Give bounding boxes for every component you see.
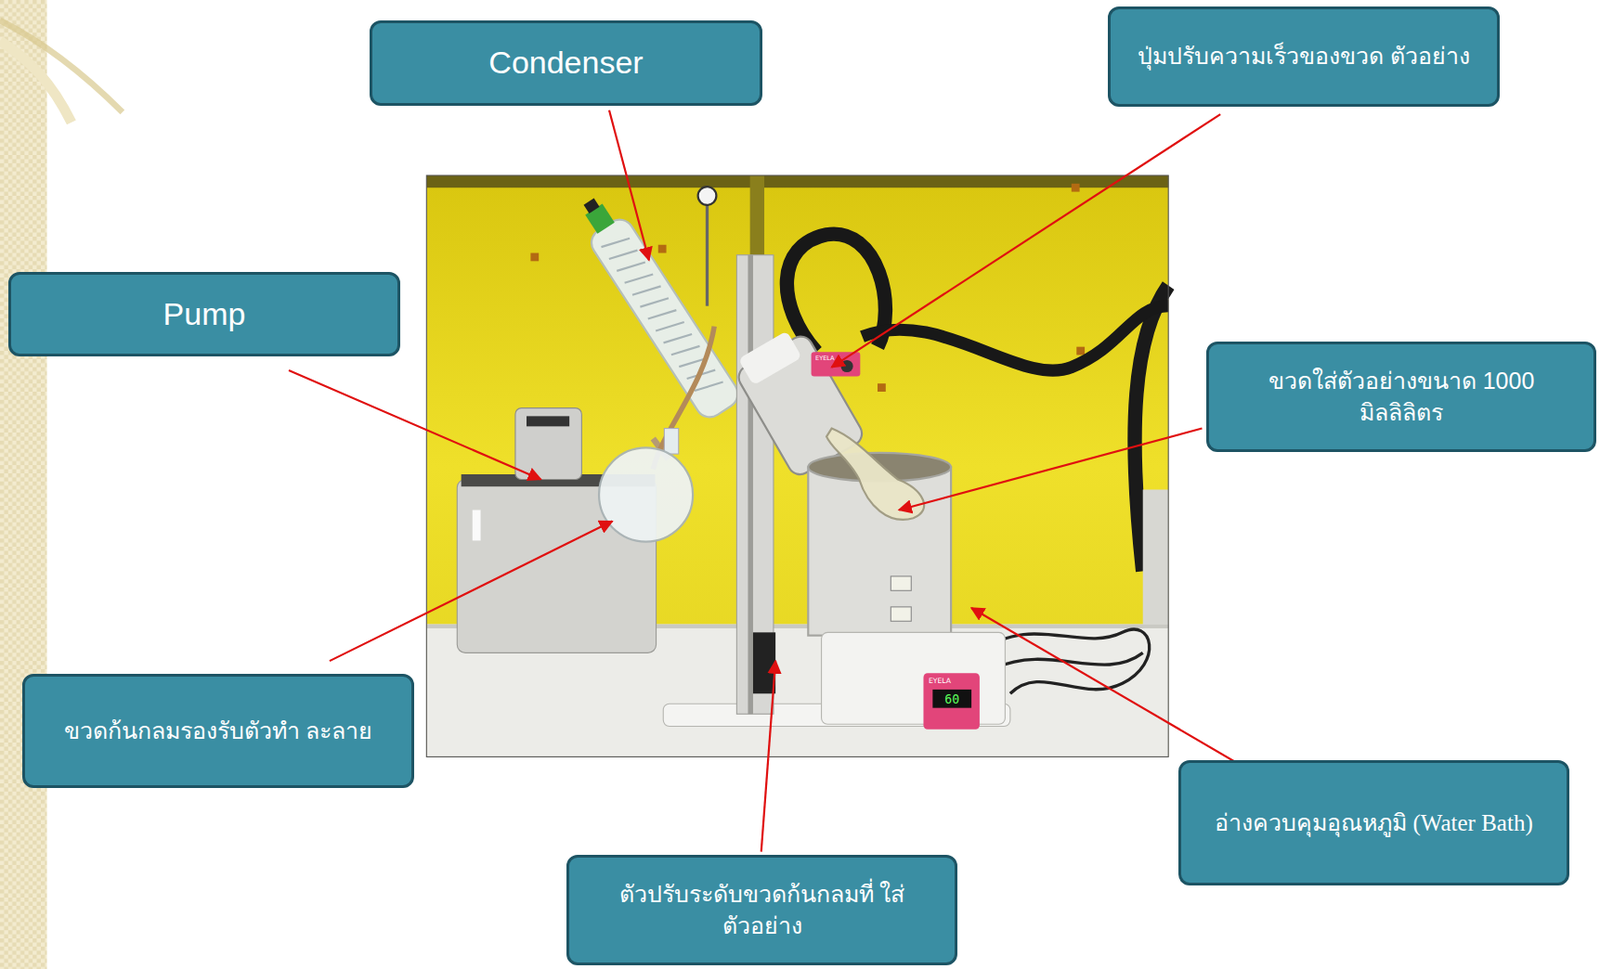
callout-text: ขวดใส่ตัวอย่างขนาด 1000 มิลลิลิตร [1225, 365, 1577, 430]
callout-text: Condenser [488, 41, 643, 85]
callout-text: อ่างควบคุมอุณหภูมิ (Water Bath) [1214, 807, 1533, 840]
callout-box: ขวดก้นกลมรองรับตัวทำ ละลาย [22, 674, 415, 789]
leader-arrows [288, 110, 1276, 853]
callout-box: ขวดใส่ตัวอย่างขนาด 1000 มิลลิลิตร [1206, 341, 1597, 453]
callout-text: ปุ่มปรับความเร็วของขวด ตัวอย่าง [1137, 40, 1470, 73]
callout-box: ตัวปรับระดับขวดก้นกลมที่ ใส่ตัวอย่าง [566, 855, 958, 966]
temperature-display: 60 [944, 692, 960, 707]
brand-label: EYELA [815, 354, 835, 363]
callout-text: ตัวปรับระดับขวดก้นกลมที่ ใส่ตัวอย่าง [585, 879, 938, 943]
callout-text: Pump [163, 293, 247, 337]
callout-text: ขวดก้นกลมรองรับตัวทำ ละลาย [64, 715, 374, 748]
callout-box: อ่างควบคุมอุณหภูมิ (Water Bath) [1178, 760, 1570, 886]
brand-label: EYELA [928, 676, 952, 686]
callout-box: Condenser [369, 20, 763, 106]
callout-box: Pump [8, 272, 401, 357]
callout-box: ปุ่มปรับความเร็วของขวด ตัวอย่าง [1107, 6, 1500, 107]
